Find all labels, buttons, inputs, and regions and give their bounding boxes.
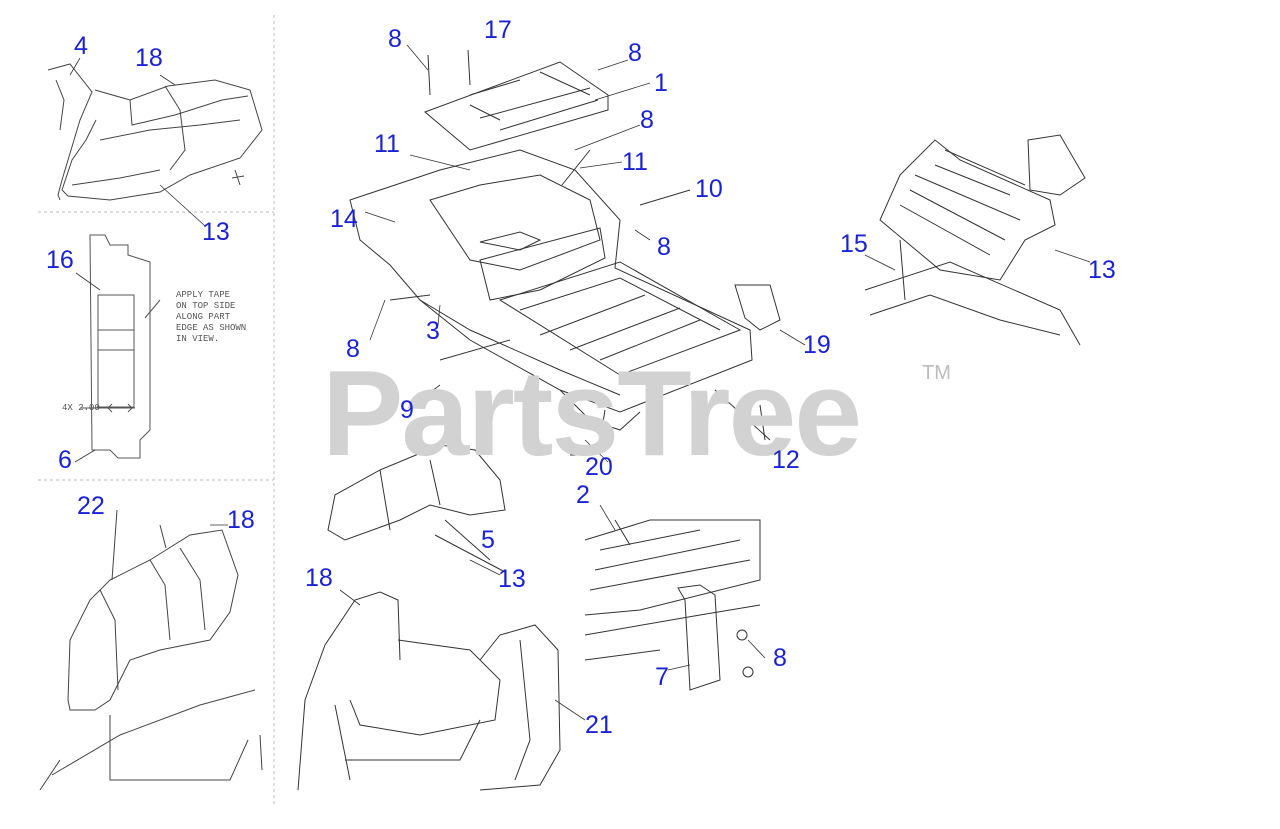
callout-8[interactable]: 8 [773,644,787,672]
callout-20[interactable]: 20 [585,453,613,481]
partstree-watermark: PartsTree [322,345,862,481]
tape-note: APPLY TAPE ON TOP SIDE ALONG PART EDGE A… [176,290,247,344]
callout-8[interactable]: 8 [346,335,360,363]
tape-part-view [80,234,161,459]
callout-13[interactable]: 13 [498,565,526,593]
callout-17[interactable]: 17 [484,16,512,44]
callout-6[interactable]: 6 [58,446,72,474]
fender-assembly-view [47,63,263,201]
callout-5[interactable]: 5 [481,526,495,554]
callout-8[interactable]: 8 [657,233,671,261]
dimension-label: 4X 2.00 [62,403,100,413]
callout-10[interactable]: 10 [695,175,723,203]
callout-8[interactable]: 8 [628,39,642,67]
callout-21[interactable]: 21 [585,711,613,739]
seat-plate-view [424,49,609,151]
callout-22[interactable]: 22 [77,492,105,520]
callout-18[interactable]: 18 [135,44,163,72]
callout-16[interactable]: 16 [46,246,74,274]
callout-14[interactable]: 14 [330,205,358,233]
fender-closeup-left [39,509,263,791]
callout-9[interactable]: 9 [400,396,414,424]
callout-13[interactable]: 13 [202,218,230,246]
frame-closeup-center [297,591,561,791]
leader-lines [69,44,1091,721]
callout-18[interactable]: 18 [227,506,255,534]
trademark-mark: TM [922,362,951,384]
callout-3[interactable]: 3 [426,317,440,345]
callout-13[interactable]: 13 [1088,256,1116,284]
callout-2[interactable]: 2 [576,481,590,509]
callout-15[interactable]: 15 [840,230,868,258]
main-frame-view [349,149,781,456]
floor-plate-view [864,134,1086,346]
callout-7[interactable]: 7 [655,663,669,691]
callout-8[interactable]: 8 [640,106,654,134]
callout-1[interactable]: 1 [654,69,668,97]
side-panel-view [327,444,506,573]
callout-11[interactable]: 11 [622,148,648,176]
callout-11[interactable]: 11 [374,130,400,158]
callout-8[interactable]: 8 [388,25,402,53]
bracket-closeup [584,519,761,691]
callout-19[interactable]: 19 [803,331,831,359]
callout-18[interactable]: 18 [305,564,333,592]
callout-12[interactable]: 12 [772,446,800,474]
callout-4[interactable]: 4 [74,32,88,60]
